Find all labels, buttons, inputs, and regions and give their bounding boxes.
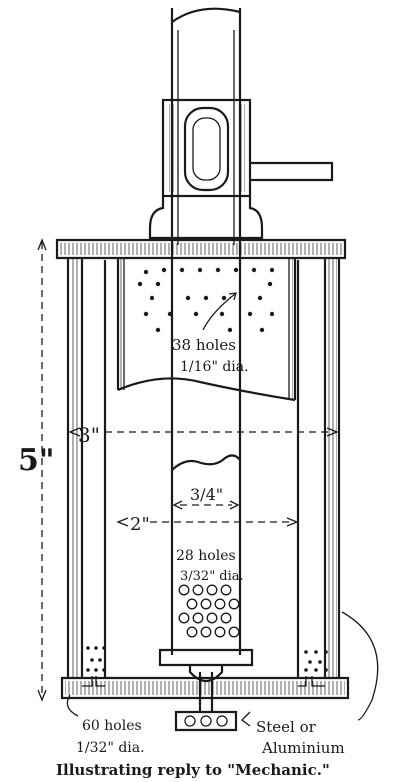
regulator-sleeve: [161, 98, 252, 198]
hole: [314, 650, 318, 654]
hole: [214, 598, 226, 610]
hole: [206, 584, 218, 596]
hole: [137, 281, 143, 287]
label-base-holes-dia: 1/32" dia.: [76, 740, 145, 756]
base-holes-callout: 60 holes 1/32" dia.: [66, 694, 145, 756]
hole: [197, 267, 203, 273]
label-outer: 3": [78, 423, 100, 447]
hole: [214, 626, 226, 638]
hole: [228, 626, 240, 638]
label-lower-holes-count: 28 holes: [176, 548, 236, 564]
hole: [324, 668, 328, 672]
label-lower-holes-dia: 3/32" dia.: [180, 569, 244, 584]
hole: [186, 598, 198, 610]
label-inner: 3/4": [190, 485, 223, 504]
hole: [200, 598, 212, 610]
lower-holes-callout: 28 holes 3/32" dia.: [176, 548, 244, 584]
hole: [178, 584, 190, 596]
hole: [186, 626, 198, 638]
hole: [161, 267, 167, 273]
dimension-inner: 3/4": [172, 485, 240, 510]
hole: [233, 267, 239, 273]
lower-holes-pattern: [178, 584, 240, 638]
hole: [220, 584, 232, 596]
central-tube-lower: [158, 250, 254, 732]
hole: [267, 281, 273, 287]
hole: [94, 668, 98, 672]
hole: [193, 311, 199, 317]
hole: [86, 646, 90, 650]
hole: [308, 660, 312, 664]
hole: [192, 612, 204, 624]
label-upper-holes-dia: 1/16" dia.: [180, 359, 249, 375]
label-material-line2: Aluminium: [261, 739, 345, 757]
hole: [192, 584, 204, 596]
base-holes-pattern: [86, 646, 328, 672]
hole: [215, 267, 221, 273]
central-tube: [170, 7, 242, 250]
hole: [102, 668, 106, 672]
hole: [269, 311, 275, 317]
hole: [206, 612, 218, 624]
upper-holes-callout: 38 holes 1/16" dia.: [172, 292, 249, 375]
hole: [179, 267, 185, 273]
material-callout: Steel or Aluminium: [241, 611, 379, 757]
hole: [149, 295, 155, 301]
hole: [269, 267, 275, 273]
hole: [203, 295, 209, 301]
label-upper-holes-count: 38 holes: [172, 336, 236, 354]
hole: [155, 327, 161, 333]
hole: [221, 295, 227, 301]
hole: [318, 660, 322, 664]
hole: [86, 668, 90, 672]
dimension-height: 5": [18, 238, 55, 702]
base-notches: [82, 676, 325, 687]
dimension-outer: 3": [68, 423, 339, 447]
hole: [98, 658, 102, 662]
hole: [304, 650, 308, 654]
label-height: 5": [18, 443, 55, 478]
hole: [200, 626, 212, 638]
hole: [143, 311, 149, 317]
hole: [227, 327, 233, 333]
hole: [314, 668, 318, 672]
figure-caption: Illustrating reply to "Mechanic.": [56, 761, 330, 779]
label-base-holes-count: 60 holes: [82, 718, 142, 734]
hole: [257, 295, 263, 301]
hole: [155, 281, 161, 287]
hole: [219, 311, 225, 317]
side-pipe: [239, 158, 334, 188]
hole: [102, 646, 106, 650]
label-material-line1: Steel or: [256, 718, 317, 736]
hole: [304, 668, 308, 672]
hole: [143, 269, 149, 275]
label-middle: 2": [130, 514, 150, 535]
outer-container: [55, 238, 350, 700]
upper-holes-pattern: [137, 267, 275, 333]
hole: [324, 650, 328, 654]
hole: [259, 327, 265, 333]
dimension-middle: 2": [116, 514, 299, 535]
inner-cylinder: [116, 258, 297, 471]
hole: [178, 612, 190, 624]
hole: [90, 658, 94, 662]
tube-collar: [148, 196, 264, 240]
hole: [228, 598, 240, 610]
hole: [247, 311, 253, 317]
hole: [220, 612, 232, 624]
hole: [185, 295, 191, 301]
hole: [251, 267, 257, 273]
hole: [94, 646, 98, 650]
